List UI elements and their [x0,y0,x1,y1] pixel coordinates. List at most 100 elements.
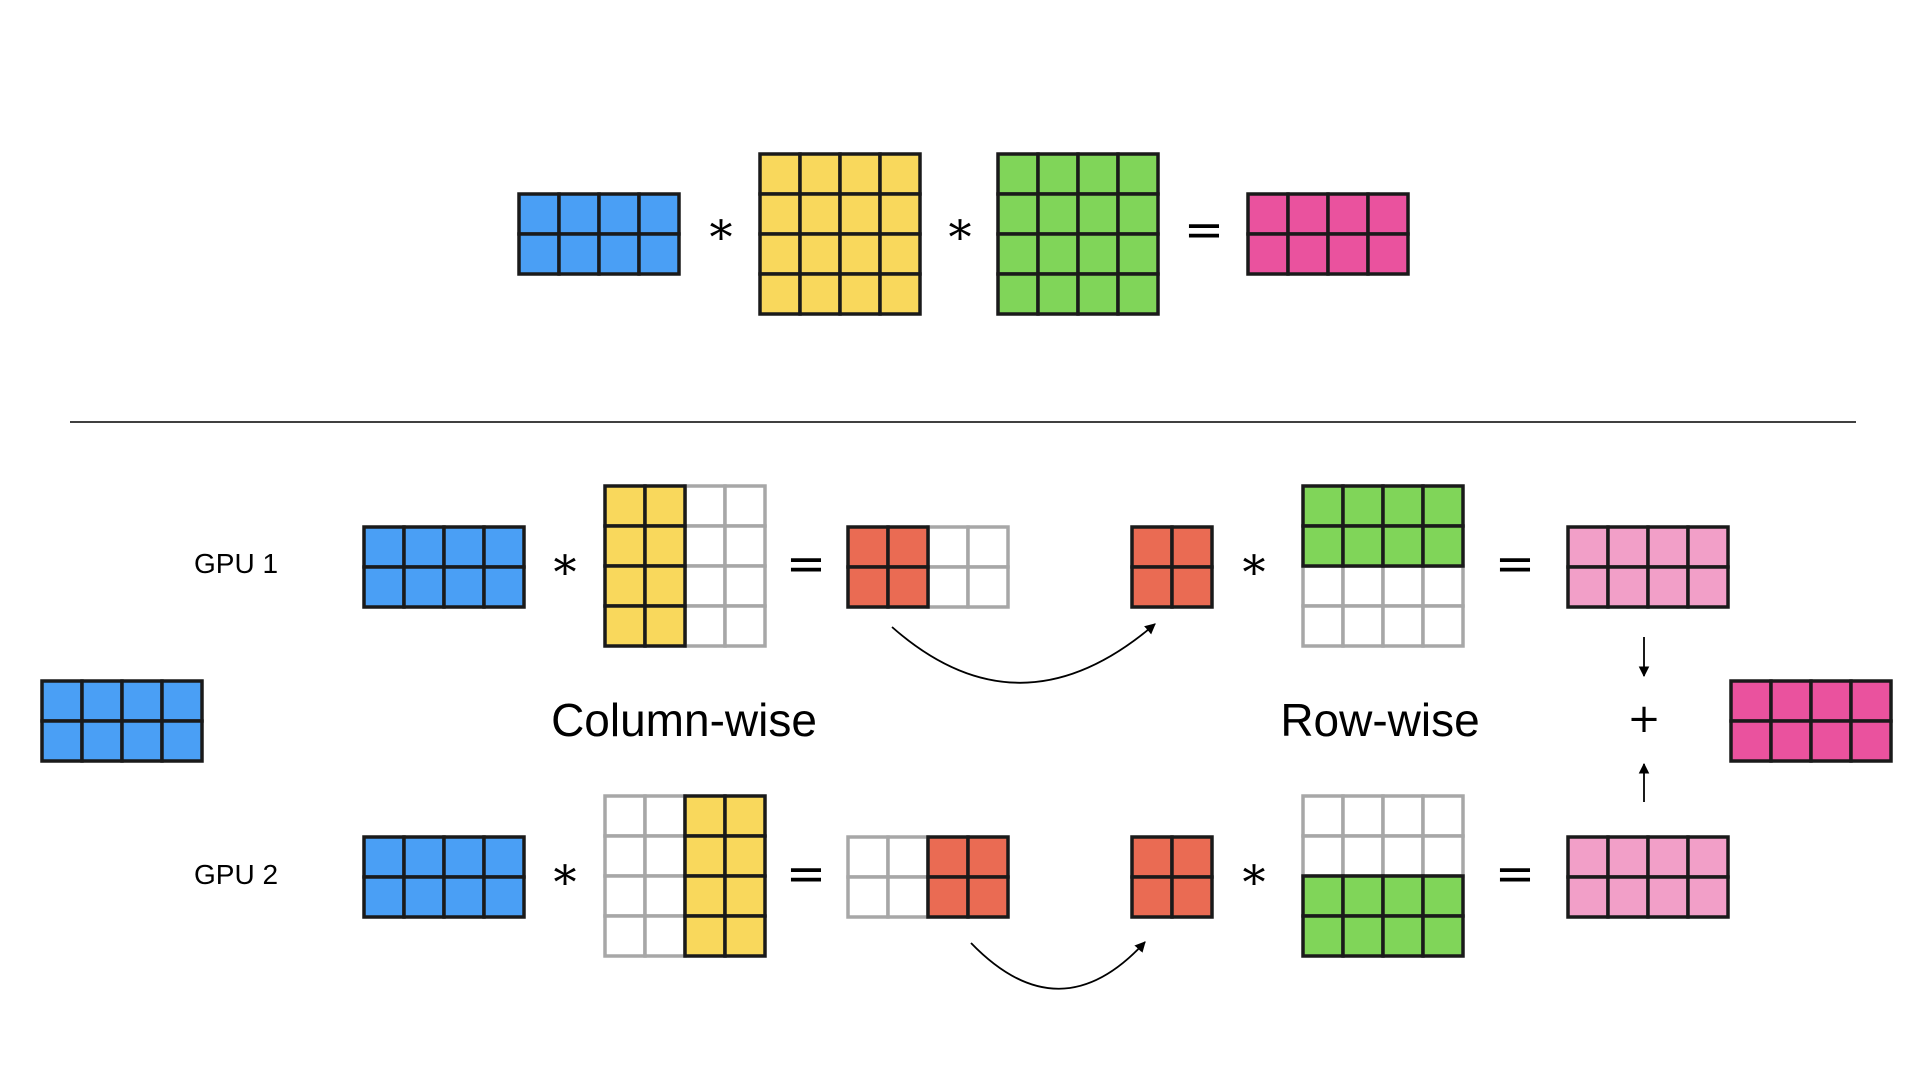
filled-cell [1170,525,1214,569]
filled-cell [1646,875,1690,919]
filled-cell [1421,914,1465,958]
filled-cell [1116,232,1160,276]
filled-cell [1036,232,1080,276]
filled-cell [482,835,526,879]
filled-cell [683,794,727,838]
filled-cell [1366,232,1410,276]
filled-cell [1606,835,1650,879]
gpu1-equals-2: = [1495,536,1535,592]
filled-cell [838,192,882,236]
filled-cell [80,719,124,763]
column-wise-label: Column-wise [551,694,817,746]
gpu2-input-matrix [362,835,526,919]
empty-cell [1341,604,1385,648]
filled-cell [758,192,802,236]
filled-cell [402,565,446,609]
empty-cell [643,794,687,838]
gpu1-multiply-2: * [1243,545,1266,599]
filled-cell [1286,232,1330,276]
filled-cell [442,875,486,919]
filled-cell [603,564,647,608]
filled-cell [1116,152,1160,196]
empty-cell [1301,834,1345,878]
filled-cell [846,525,890,569]
filled-cell [40,719,84,763]
filled-cell [1326,192,1370,236]
filled-cell [1381,874,1425,918]
filled-cell [643,524,687,568]
filled-cell [637,192,681,236]
gpu1-equals-1: = [786,536,826,592]
gpu2-label: GPU 2 [194,859,278,890]
filled-cell [1566,835,1610,879]
filled-cell [723,874,767,918]
filled-cell [120,679,164,723]
filled-cell [637,232,681,276]
filled-cell [1076,232,1120,276]
filled-cell [1301,914,1345,958]
filled-cell [1036,272,1080,316]
top-weight-a-matrix [758,152,922,316]
filled-cell [1686,565,1730,609]
filled-cell [557,192,601,236]
filled-cell [1301,484,1345,528]
filled-cell [798,232,842,276]
empty-cell [926,565,970,609]
filled-cell [643,564,687,608]
gpu1-partial-output [1566,525,1730,609]
filled-cell [1246,192,1290,236]
filled-cell [723,914,767,958]
empty-cell [683,524,727,568]
filled-cell [1421,874,1465,918]
empty-cell [723,564,767,608]
filled-cell [1381,484,1425,528]
gpu2-intermediate-matrix [846,835,1010,919]
gpu2-weight-a-shard [603,794,767,958]
filled-cell [798,192,842,236]
filled-cell [838,232,882,276]
top-weight-b-matrix [996,152,1160,316]
filled-cell [442,525,486,569]
filled-cell [1301,874,1345,918]
empty-cell [966,565,1010,609]
filled-cell [482,875,526,919]
filled-cell [1729,719,1773,763]
filled-cell [1686,835,1730,879]
filled-cell [517,192,561,236]
top-multiply-1: * [710,210,733,264]
filled-cell [838,272,882,316]
empty-cell [723,484,767,528]
filled-cell [557,232,601,276]
gpu2-multiply-2: * [1243,855,1266,909]
gpu1-weight-b-shard [1301,484,1465,648]
filled-cell [362,875,406,919]
filled-cell [362,525,406,569]
filled-cell [1646,525,1690,569]
empty-cell [603,834,647,878]
filled-cell [996,272,1040,316]
filled-cell [482,565,526,609]
empty-cell [1301,564,1345,608]
empty-cell [846,875,890,919]
final-output-matrix [1729,679,1893,763]
filled-cell [1341,524,1385,568]
filled-cell [80,679,124,723]
gpu2-equals-2: = [1495,846,1535,902]
filled-cell [362,565,406,609]
row-wise-label: Row-wise [1280,694,1479,746]
filled-cell [1849,679,1893,723]
filled-cell [683,874,727,918]
filled-cell [603,604,647,648]
gpu1-input-matrix [362,525,526,609]
filled-cell [643,484,687,528]
filled-cell [723,834,767,878]
empty-cell [966,525,1010,569]
filled-cell [996,192,1040,236]
filled-cell [846,565,890,609]
filled-cell [120,719,164,763]
empty-cell [683,604,727,648]
filled-cell [597,192,641,236]
filled-cell [1341,914,1385,958]
filled-cell [1036,192,1080,236]
filled-cell [926,875,970,919]
